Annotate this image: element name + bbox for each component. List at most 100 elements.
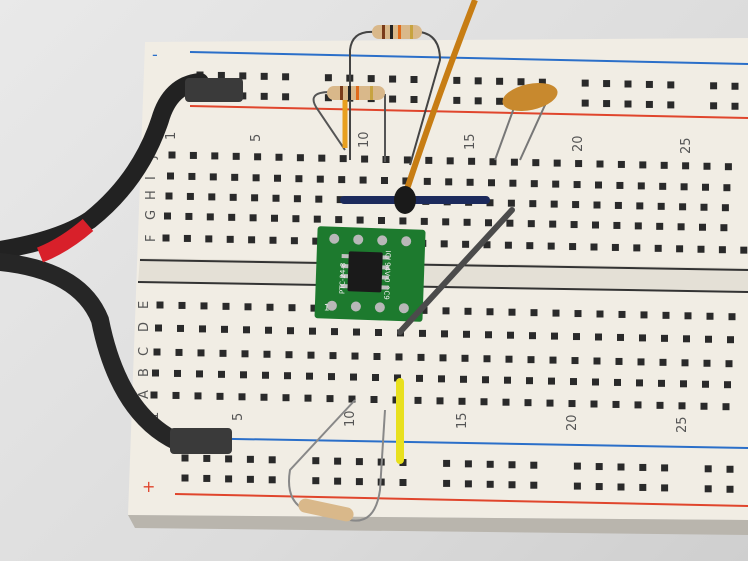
breadboard-hole: [570, 221, 578, 229]
breadboard-hole: [508, 308, 516, 316]
breadboard-hole: [617, 333, 624, 341]
cable-red-section: [36, 218, 94, 263]
breadboard-hole: [189, 151, 197, 159]
breadboard-hole: [527, 220, 535, 228]
row-label: E: [137, 301, 152, 309]
breadboard-hole: [590, 400, 598, 408]
breadboard-hole: [573, 482, 581, 490]
breadboard-hole: [532, 159, 540, 167]
column-number: 5: [249, 134, 264, 142]
breadboard-hole: [590, 243, 598, 251]
row-label: C: [137, 347, 152, 356]
breadboard-hole: [474, 77, 482, 85]
breadboard-hole: [661, 484, 669, 492]
breadboard-hole: [654, 244, 662, 252]
cable-connector-bottom: [170, 428, 232, 454]
breadboard-hole: [634, 401, 642, 409]
breadboard-shadow: [128, 515, 748, 535]
pcb-silkscreen-left: PTC-24-8: [338, 263, 347, 295]
breadboard-hole: [355, 458, 363, 466]
breadboard-hole: [530, 461, 538, 469]
bottom-blue-rail-line: [179, 437, 748, 449]
breadboard-hole: [507, 331, 514, 339]
breadboard-hole: [395, 353, 403, 361]
breadboard-hole: [680, 183, 688, 191]
breadboard-hole: [634, 222, 642, 230]
breadboard-hole: [307, 351, 315, 359]
breadboard-hole: [637, 358, 645, 366]
breadboard-hole: [399, 479, 407, 486]
breadboard-hole: [552, 309, 560, 317]
breadboard-hole: [436, 397, 444, 405]
breadboard-hole: [356, 216, 364, 224]
top-blue-rail-line: [189, 51, 748, 65]
breadboard-hole: [530, 481, 538, 489]
breadboard-hole: [329, 352, 337, 360]
breadboard-hole: [723, 184, 731, 192]
breadboard-hole: [468, 157, 476, 165]
breadboard-hole: [679, 203, 687, 211]
breadboard-hole: [442, 218, 450, 226]
breadboard-hole: [269, 236, 277, 244]
breadboard-hole: [185, 212, 193, 220]
breadboard-hole: [639, 334, 646, 342]
column-number: 20: [565, 414, 580, 431]
breadboard-hole: [728, 313, 736, 321]
breadboard-hole: [660, 161, 668, 169]
breadboard-hole: [706, 312, 714, 320]
breadboard-hole: [399, 217, 407, 225]
breadboard-hole: [246, 455, 254, 463]
breadboard-hole: [251, 194, 259, 202]
resistor-top-2: [312, 86, 386, 162]
breadboard-hole: [334, 457, 342, 465]
power-cable-bottom: [0, 253, 194, 454]
breadboard-hole: [226, 235, 234, 243]
breadboard-hole: [592, 378, 599, 386]
breadboard-hole: [676, 245, 684, 253]
breadboard-hole: [231, 173, 239, 181]
breadboard-hole: [304, 394, 312, 402]
ic-chip: [347, 251, 383, 293]
breadboard-hole: [312, 457, 320, 465]
breadboard-hole: [194, 392, 202, 400]
breadboard-hole: [612, 400, 620, 408]
breadboard-hole: [483, 355, 491, 363]
breadboard-hole: [639, 161, 647, 169]
breadboard-hole: [197, 349, 205, 357]
breadboard-hole: [177, 324, 184, 332]
breadboard-hole: [359, 176, 367, 184]
breadboard-hole: [188, 172, 196, 180]
breadboard-hole: [239, 72, 247, 80]
breadboard-hole: [262, 371, 269, 379]
breadboard-hole: [355, 478, 363, 486]
breadboard-hole: [667, 81, 675, 89]
breadboard-hole: [549, 356, 557, 364]
breadboard-hole: [370, 396, 378, 403]
breadboard-hole: [367, 75, 375, 83]
breadboard-hole: [282, 394, 290, 402]
breadboard-hole: [414, 396, 422, 404]
breadboard-hole: [375, 329, 382, 336]
breadboard-hole: [442, 307, 450, 315]
breadboard-hole: [420, 217, 428, 225]
breadboard-hole: [616, 181, 624, 189]
top-column-numbers: 1 5 10 15 20 25: [164, 131, 694, 154]
breadboard-hole: [658, 379, 665, 387]
breadboard-hole: [573, 462, 581, 470]
power-cable-top: [0, 73, 209, 259]
breadboard-hole: [246, 475, 254, 483]
breadboard-hole: [486, 308, 494, 316]
breadboard-hole: [324, 94, 332, 102]
breadboard-hole: [618, 310, 626, 318]
breadboard-hole: [572, 201, 580, 209]
breadboard-hole: [440, 240, 448, 248]
breadboard-hole: [636, 379, 643, 387]
breadboard-hole: [617, 160, 625, 168]
breadboard-hole: [496, 97, 504, 105]
breadboard-hole: [326, 395, 334, 403]
breadboard-hole: [403, 156, 411, 164]
breadboard-hole: [199, 325, 206, 333]
column-number: 10: [343, 410, 358, 427]
breadboard-hole: [183, 234, 191, 242]
breadboard-hole: [510, 158, 518, 166]
